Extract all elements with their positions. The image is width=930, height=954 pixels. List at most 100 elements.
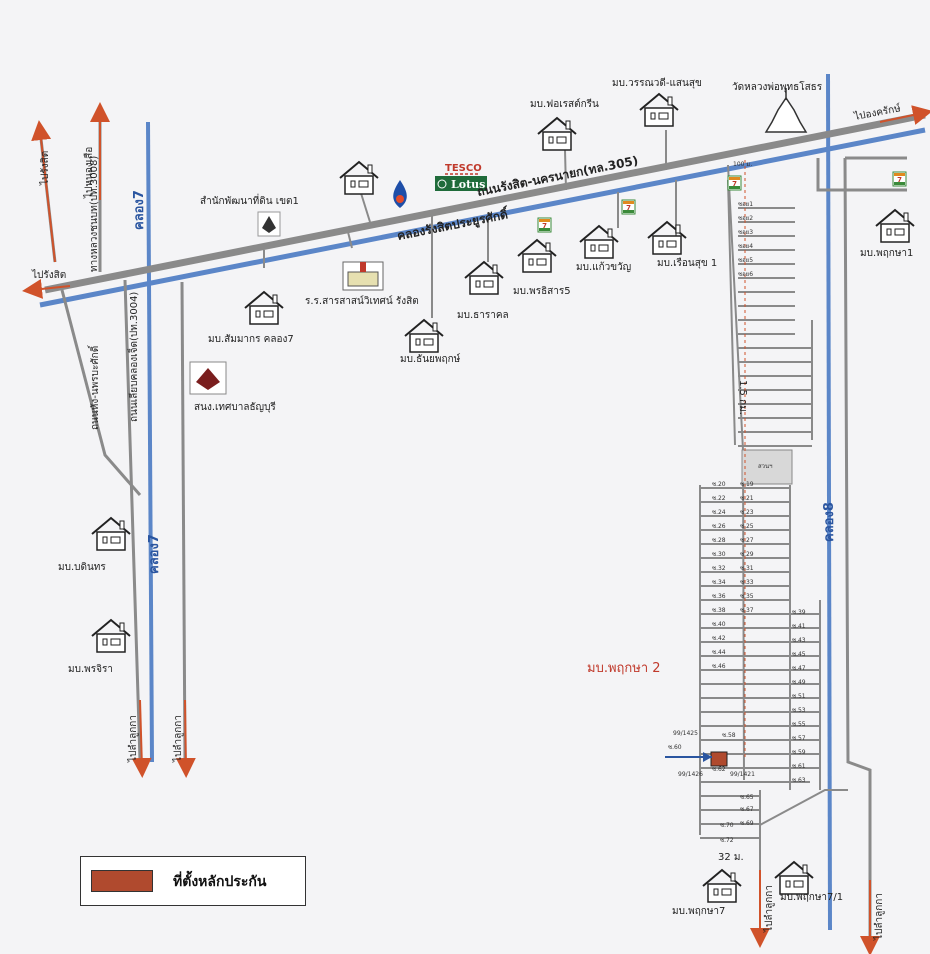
legend: ที่ตั้งหลักประกัน <box>80 856 306 906</box>
soi-label: ซ.63 <box>792 777 806 784</box>
soi-label: ซ.53 <box>792 707 806 714</box>
soi-label: ซ.30 <box>712 551 726 558</box>
soi-label: ซ.20 <box>712 481 726 488</box>
soi-label: ซ.26 <box>712 523 726 530</box>
arrow-lamlukka-2 <box>175 699 196 778</box>
soi-labels: ซอย1ซอย2ซอย3ซอย4ซอย5ซอย6ซ.20ซ.22ซ.24ซ.26… <box>668 201 806 844</box>
road-3004-label: ถนนเลียบคลองเจ็ด(ปท.3004) <box>126 292 140 422</box>
soi-label: ซ.34 <box>712 579 726 586</box>
road-3004 <box>123 279 142 761</box>
house-icon <box>647 221 687 255</box>
village-label: มบ.พฤกษา7/1 <box>780 892 843 903</box>
svg-text:Lotus: Lotus <box>451 178 485 191</box>
soi-label: ซ.45 <box>792 651 806 658</box>
soi-label: ซ.19 <box>740 481 754 488</box>
village-label: มบ.ธันยพฤกษ์ <box>400 353 461 365</box>
seven-eleven-icon <box>537 217 552 233</box>
house-icon <box>339 161 379 195</box>
soi-label: ซ.39 <box>792 609 806 616</box>
park <box>741 449 793 485</box>
soi-label: ซ.43 <box>792 637 806 644</box>
soi-label: ซ.23 <box>740 509 754 516</box>
arrow-rangsit <box>22 279 71 299</box>
project-name: มบ.พฤกษา 2 <box>587 661 661 676</box>
soi-label: ซ.37 <box>740 607 754 614</box>
direction-rangsit-top: ไปรังสิต <box>39 151 51 186</box>
house-icon <box>702 869 742 903</box>
soi-label: ซ.31 <box>740 565 754 572</box>
distance-32m: 32 ม. <box>718 852 744 863</box>
soi-label: ซ.32 <box>712 565 726 572</box>
direction-rangsit: ไปรังสิต <box>31 269 66 281</box>
road-3008-label: ทางหลวงชนบท(ปท.3008) <box>89 156 100 272</box>
soi-label: ซ.72 <box>720 837 734 844</box>
distance-15km: 1.5 กม. <box>737 380 748 415</box>
soi-label: ซ.70 <box>720 822 734 829</box>
soi-label: ซ.46 <box>712 663 726 670</box>
soi-label: ซ.60 <box>668 744 682 751</box>
house-icon <box>537 117 577 151</box>
garuda-emblem-icon <box>257 211 281 237</box>
soi-label: ซ.67 <box>740 806 754 813</box>
village-label: มบ.พฤกษา7 <box>672 906 725 917</box>
temple-icon <box>764 88 808 133</box>
temple-label: วัดหลวงพ่อพุทธโสธร <box>732 80 823 93</box>
soi-label: ซ.57 <box>792 735 806 742</box>
soi-label: ซ.59 <box>792 749 806 756</box>
village-label: มบ.พฤกษา1 <box>860 248 913 259</box>
soi-label: ซ.55 <box>792 721 806 728</box>
canal-klong7-top-label: คลอง7 <box>132 190 147 230</box>
canal-klong8 <box>826 73 832 931</box>
soi-label: ซ.65 <box>740 794 754 801</box>
soi-label: ซ.44 <box>712 649 726 656</box>
seven-eleven-icon <box>621 199 636 215</box>
gas-station-icon <box>393 180 407 208</box>
soi-label: ซอย3 <box>738 229 753 236</box>
house-icon <box>875 209 915 243</box>
plot-number: 99/1426 <box>678 771 703 778</box>
direction-lamlukka-3: ไปลำลูกกา <box>763 885 775 933</box>
legend-label: ที่ตั้งหลักประกัน <box>173 874 267 890</box>
canal-klong8-label: คลอง8 <box>822 502 837 542</box>
soi-label: ซอย6 <box>738 271 753 278</box>
estate-streets <box>699 164 848 930</box>
svg-text:TESCO: TESCO <box>445 163 482 174</box>
direction-lamlukka-2: ไปลำลูกกา <box>172 715 184 763</box>
soi-label: ซ.33 <box>740 579 754 586</box>
soi-label: ซ.36 <box>712 593 726 600</box>
arrow-lamlukka-1 <box>131 699 152 778</box>
soi-label: ซ.21 <box>740 495 754 502</box>
house-icon <box>464 261 504 295</box>
canal-rangsit <box>39 127 926 308</box>
soi-label: ซ.38 <box>712 607 726 614</box>
village-label: มบ.วรรณวดี-แสนสุข <box>612 77 702 89</box>
direction-nongsua: ไปหนองเสือ <box>83 147 95 199</box>
village-label: มบ.สัมมากร คลอง7 <box>208 334 294 345</box>
house-icon <box>517 239 557 273</box>
road-left-vertical-label: ถนนหัง-นพรบะศักดิ์ <box>87 344 101 430</box>
canal-klong7 <box>146 121 154 763</box>
direction-lamlukka-1: ไปลำลูกกา <box>127 715 139 763</box>
soi-label: ซ.62 <box>712 766 726 773</box>
soi-label: ซ.25 <box>740 523 754 530</box>
soi-label: ซ.69 <box>740 820 754 827</box>
village-label: มบ.ฟอเรสต์กรีน <box>530 98 599 110</box>
soi-label: ซอย5 <box>738 257 753 264</box>
arrow-ongkharak <box>879 105 930 125</box>
village-label: มบ.พรจิรา <box>68 664 113 675</box>
house-icon <box>244 291 284 325</box>
house-icon <box>774 861 814 895</box>
road-305 <box>44 111 926 294</box>
house-icon <box>639 93 679 127</box>
soi-label: ซ.49 <box>792 679 806 686</box>
canal-klong7-bottom-label: คลอง7 <box>147 534 162 574</box>
legend-swatch <box>91 870 153 892</box>
municipality-label: สนง.เทศบาลธัญบุรี <box>194 401 276 413</box>
village-label: มบ.ธาราคล <box>457 310 509 321</box>
soi-label: ซ.22 <box>712 495 726 502</box>
soi-label: ซอย4 <box>738 243 753 250</box>
municipality-emblem-icon <box>189 361 227 395</box>
village-label: มบ.เรือนสุข 1 <box>657 257 717 269</box>
soi-label: ซ.61 <box>792 763 806 770</box>
